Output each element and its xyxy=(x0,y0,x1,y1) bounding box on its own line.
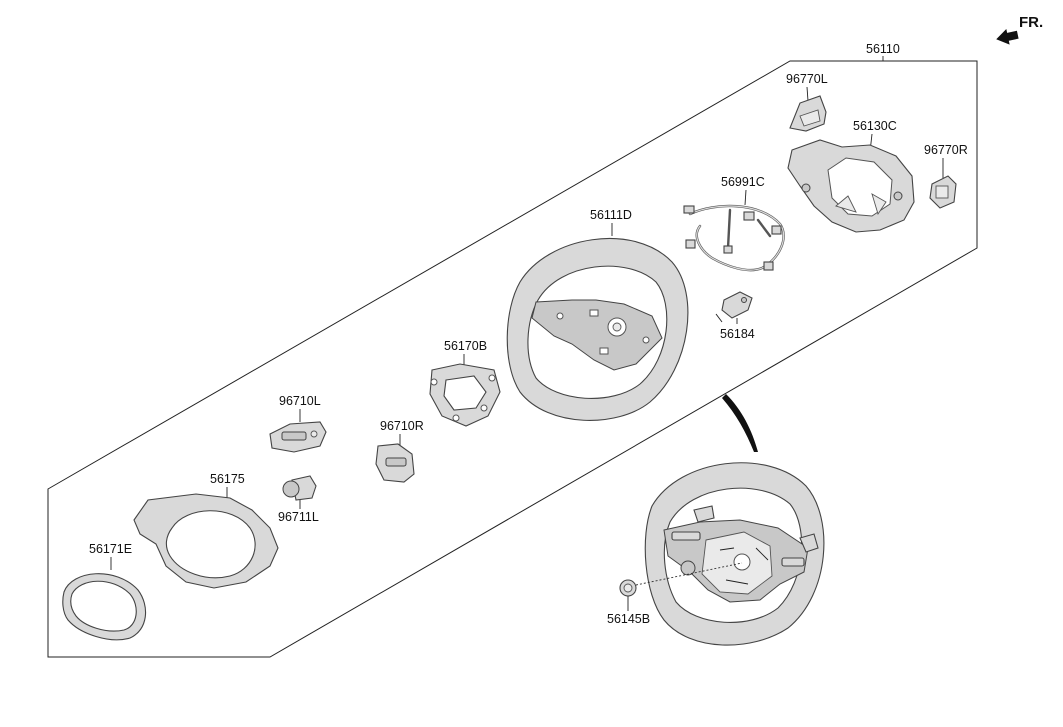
part-label-56110: 56110 xyxy=(866,42,900,56)
part-label-56145B: 56145B xyxy=(607,612,650,626)
part-label-96711L: 96711L xyxy=(278,510,319,524)
part-label-56111D: 56111D xyxy=(590,208,632,222)
bolt-face xyxy=(623,583,633,593)
harness-branch xyxy=(726,208,732,250)
front-direction-indicator: FR. xyxy=(996,14,1043,45)
switch-assembly-96710L: 96710L xyxy=(269,394,327,453)
part-label-56170B: 56170B xyxy=(444,339,487,353)
assembled-hub-bore xyxy=(733,553,751,571)
assembly-arrow xyxy=(722,394,758,452)
mounting-plate-shape xyxy=(429,363,501,427)
leader-line xyxy=(744,189,747,206)
boss xyxy=(893,191,903,201)
connector xyxy=(683,205,695,214)
mount-hole xyxy=(430,378,438,386)
part-label-56171E: 56171E xyxy=(89,542,132,556)
paddle-left-face xyxy=(799,109,821,127)
connector xyxy=(763,261,774,271)
front-cover-shape xyxy=(133,493,279,589)
mount-hole xyxy=(452,414,460,422)
harness-branch xyxy=(756,218,772,238)
switch-right-button xyxy=(385,457,407,467)
callout-56110: 56110 xyxy=(866,42,900,61)
paddle-right-face xyxy=(935,185,949,199)
spoke-slot xyxy=(589,309,599,317)
part-label-56184: 56184 xyxy=(720,327,755,341)
front-label: FR. xyxy=(1019,14,1043,31)
connector xyxy=(685,239,696,249)
bolt-56145B: 56145B xyxy=(607,562,743,626)
rotary-switch-body xyxy=(291,475,317,501)
part-label-96710R: 96710R xyxy=(380,419,424,433)
mounting-plate-56170B: 56170B xyxy=(429,339,501,427)
mount-hole xyxy=(480,404,488,412)
assembled-right-switch xyxy=(781,557,805,567)
part-label-56991C: 56991C xyxy=(721,175,765,189)
wiring-harness-56991C: 56991C xyxy=(683,175,785,272)
arrow-icon xyxy=(996,28,1019,45)
trim-ring-shape xyxy=(62,573,147,641)
wheel-rim xyxy=(506,237,689,421)
hub-centre xyxy=(612,322,622,332)
bracket-wire xyxy=(715,313,723,323)
assembly-frame xyxy=(47,60,978,658)
connector xyxy=(723,245,733,254)
spoke-hole xyxy=(642,336,650,344)
connector xyxy=(771,225,782,235)
boss xyxy=(801,183,811,193)
assembled-left-switch xyxy=(671,531,701,541)
harness-highlight xyxy=(689,205,785,271)
assembled-knob xyxy=(680,560,696,576)
rotary-knob xyxy=(282,480,300,498)
part-label-96770L: 96770L xyxy=(786,72,828,86)
switch-left-button xyxy=(281,431,307,441)
assembled-wheel-rim xyxy=(644,462,825,646)
paddle-shifter-right: 96770R xyxy=(924,143,968,209)
switch-left-knob xyxy=(310,430,318,438)
part-label-56175: 56175 xyxy=(210,472,245,486)
bracket-pin xyxy=(741,297,747,303)
leader-line xyxy=(806,86,809,102)
switch-assembly-96710R: 96710R xyxy=(375,419,424,483)
assembled-steering-wheel xyxy=(644,462,825,646)
part-label-56130C: 56130C xyxy=(853,119,897,133)
rib xyxy=(871,193,887,216)
rear-cover-56130C: 56130C xyxy=(787,119,915,233)
rib xyxy=(835,195,857,213)
steering-wheel-56111D: 56111D xyxy=(506,208,689,421)
rotary-switch-96711L: 96711L xyxy=(278,475,319,524)
spoke-hole xyxy=(556,312,564,320)
bracket-56184: 56184 xyxy=(715,291,755,341)
mount-hole xyxy=(488,374,496,382)
trim-ring-56171E: 56171E xyxy=(62,542,147,641)
wheel-spoke-hub xyxy=(531,299,663,371)
part-label-96770R: 96770R xyxy=(924,143,968,157)
front-cover-56175: 56175 xyxy=(133,472,279,589)
connector xyxy=(743,211,755,221)
bracket-shape xyxy=(721,291,753,319)
part-label-96710L: 96710L xyxy=(279,394,321,408)
assembled-detail-lines xyxy=(719,547,769,585)
assembled-paddle xyxy=(693,505,715,523)
assembled-paddle xyxy=(799,533,819,553)
spoke-slot xyxy=(599,347,609,355)
paddle-shifter-left: 96770L xyxy=(786,72,828,132)
